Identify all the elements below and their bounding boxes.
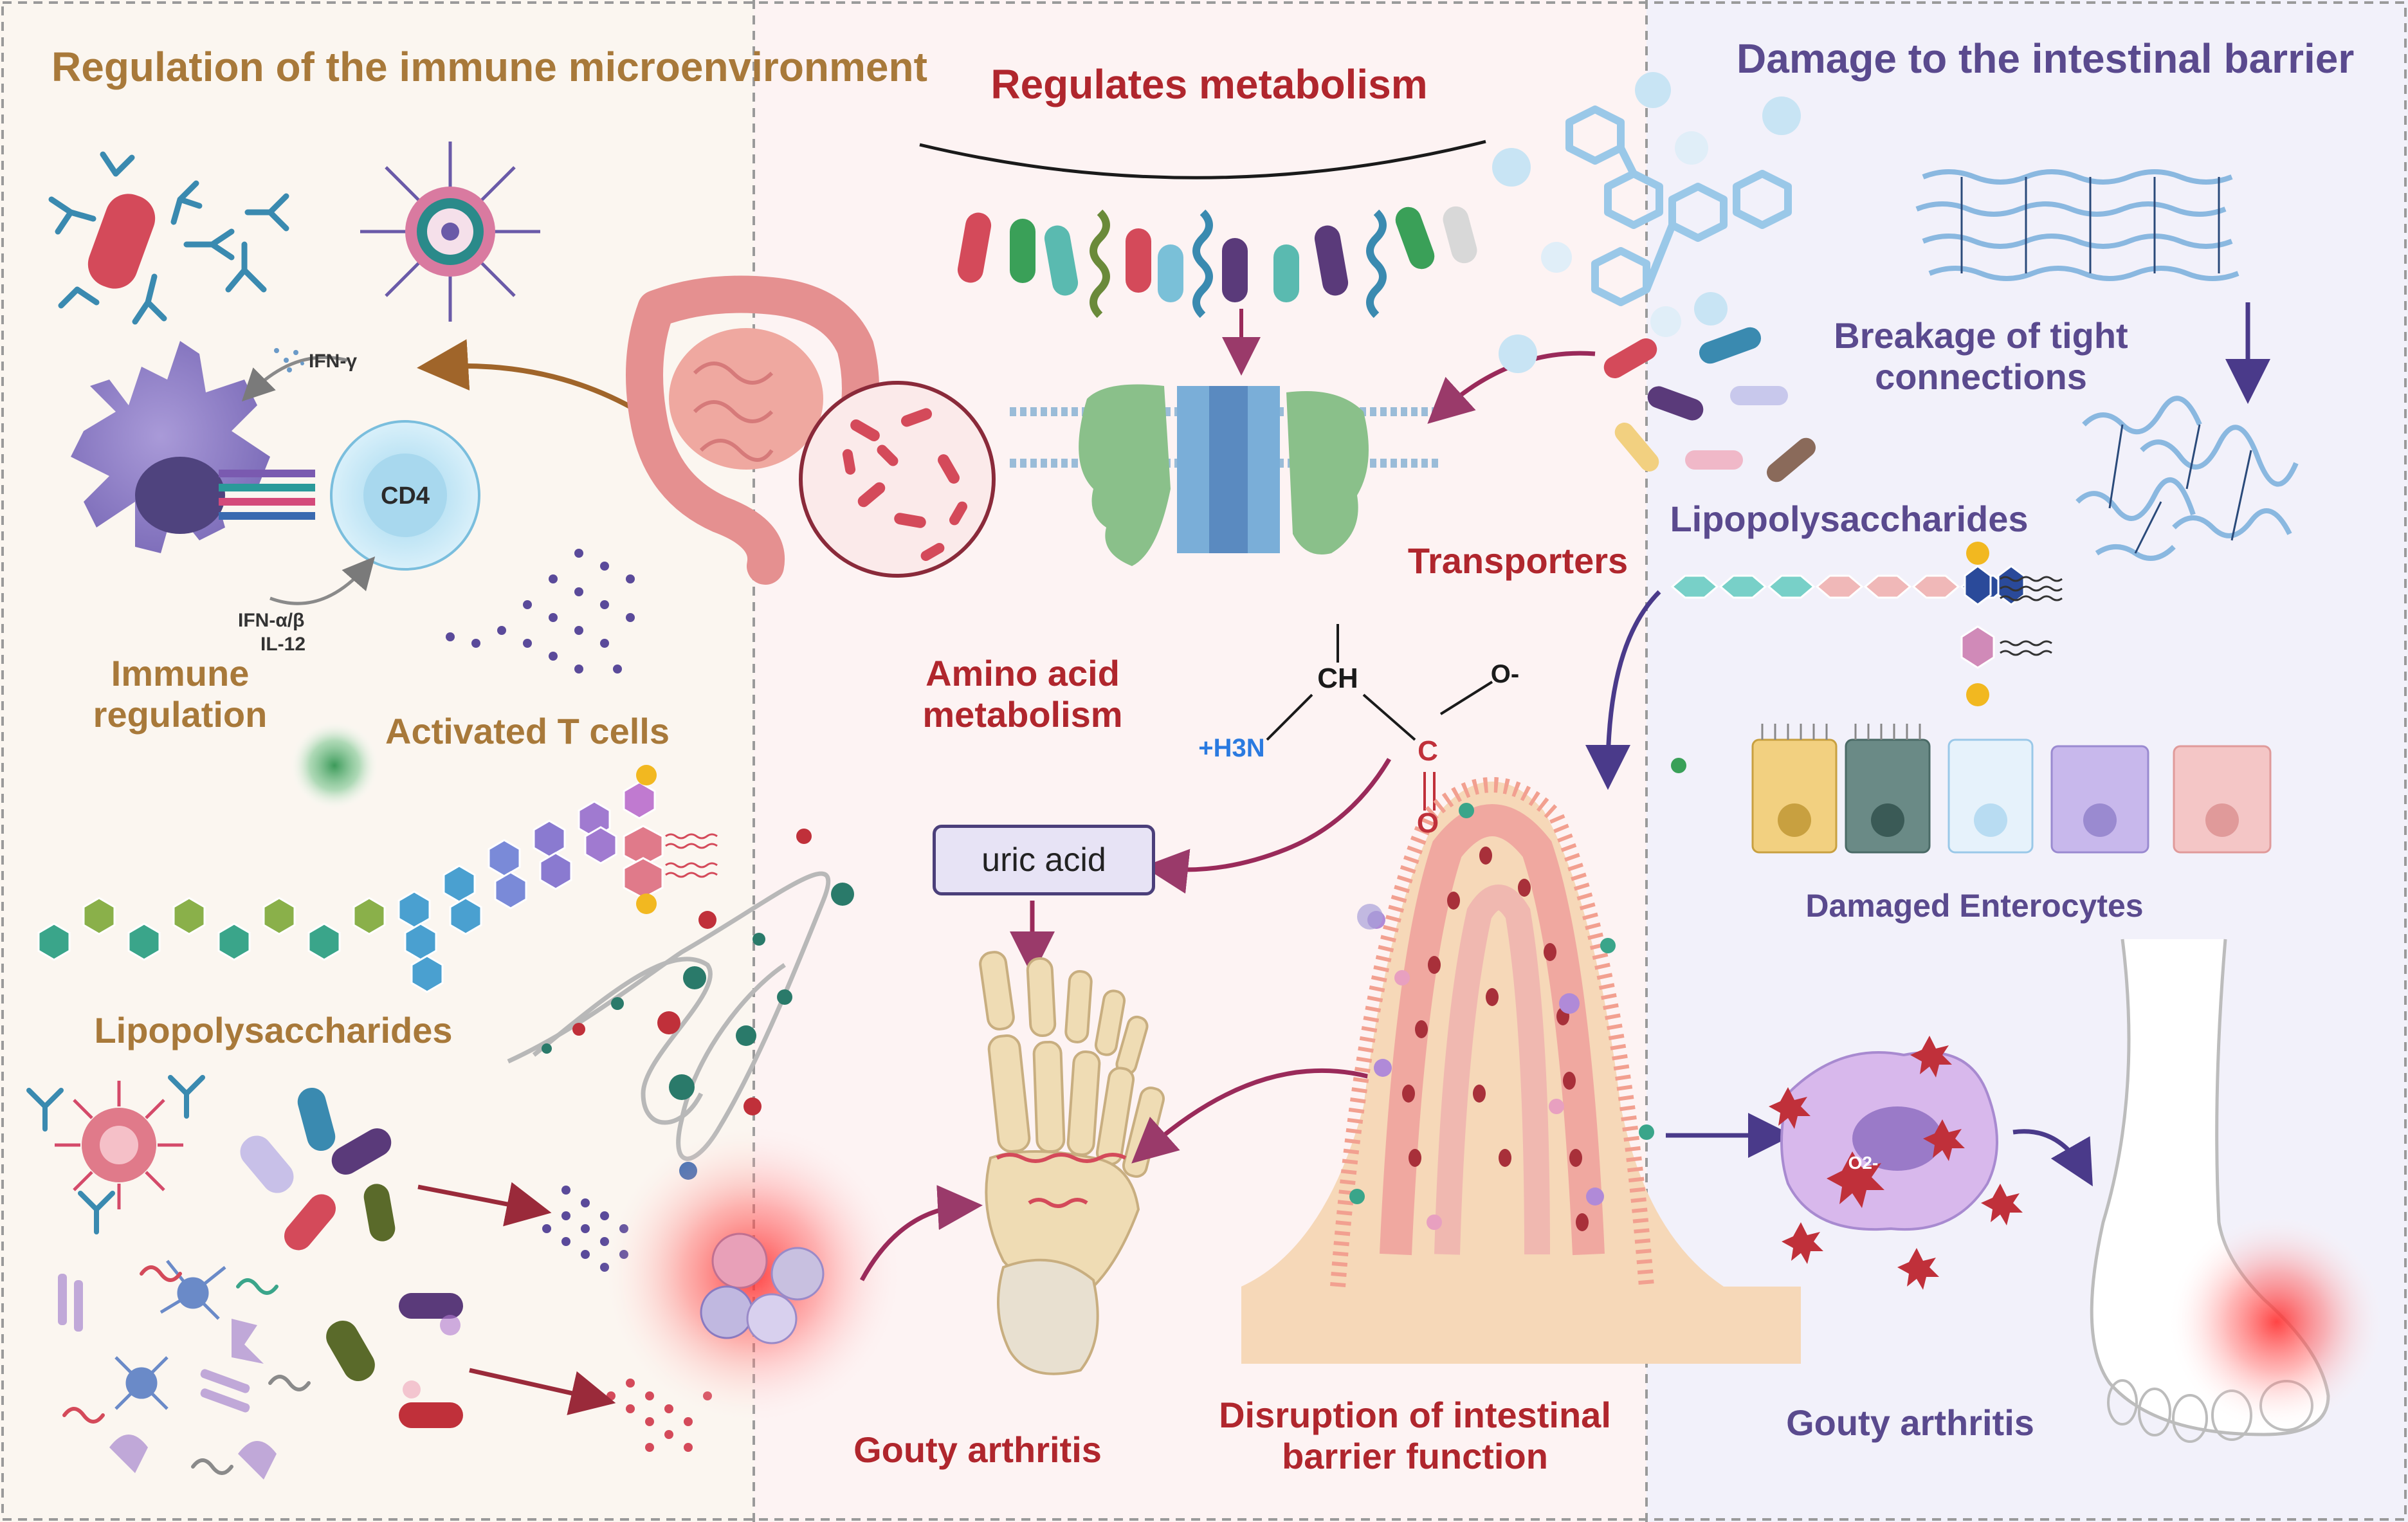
cd4-label: CD4	[380, 482, 430, 509]
il12-label: IL-12	[260, 634, 306, 655]
inflammation-glow-right	[2167, 1213, 2386, 1431]
phosphate-left-bottom	[636, 894, 657, 914]
lps-chain-left	[37, 781, 664, 993]
virus-particle	[360, 142, 540, 322]
amino-acid-bonds	[1266, 624, 1493, 741]
dna-beads	[542, 829, 854, 1180]
immune-cell-drift	[1357, 904, 1383, 930]
green-particle	[1671, 758, 1686, 773]
arrow-to-dots-upper	[417, 1182, 552, 1227]
chem-o-label: O	[1416, 807, 1439, 839]
chem-o-minus-label: O-	[1490, 660, 1520, 688]
transporters-label: Transporters	[1407, 540, 1628, 581]
middle-panel-title: Regulates metabolism	[990, 61, 1428, 107]
ifn-gamma-label: IFN-γ	[309, 351, 357, 372]
tight-junction-intact	[1915, 169, 2239, 281]
squiggles-bottom	[62, 1265, 311, 1475]
ifn-alpha-beta-label: IFN-α/β	[238, 610, 305, 631]
intestine-to-immune-arrow	[417, 339, 635, 411]
left-lipopolysaccharides-label: Lipopolysaccharides	[94, 1010, 453, 1050]
bacteria-rods-bottom	[240, 1087, 396, 1251]
immune-dendrites-bottom	[114, 1260, 226, 1410]
breakage-label: Breakage of tight connections	[1834, 315, 2128, 398]
ifn-alpha-arrow	[269, 556, 376, 605]
tcr-mhc-bonds	[219, 470, 315, 520]
transporter-protein	[1079, 384, 1369, 566]
ros-stars	[1769, 1036, 2023, 1290]
lipid-tails-left	[665, 833, 718, 878]
ifn-gamma-arrow	[241, 356, 348, 402]
dendritic-cell	[71, 341, 270, 553]
microbiota-string	[919, 140, 1486, 179]
villus-to-foot-arrow	[1131, 1068, 1384, 1164]
lps-bacteria-cluster	[1603, 327, 1816, 482]
amino-to-uric-arrow	[1143, 758, 1392, 894]
damaged-enterocytes-label: Damaged Enterocytes	[1805, 888, 2144, 924]
cd4-nucleus	[363, 454, 447, 537]
middle-gouty-arthritis-label: Gouty arthritis	[853, 1429, 1102, 1470]
chem-ch-label: CH	[1317, 663, 1358, 694]
microbiota-hanging	[957, 206, 1477, 318]
phosphate-right-bottom	[1966, 683, 1989, 706]
signal-dots-cluster	[446, 549, 635, 674]
damaged-bacteria-bottom	[326, 1293, 463, 1428]
superoxide-label: O2-	[1848, 1153, 1879, 1173]
right-lipopolysaccharides-label: Lipopolysaccharides	[1670, 499, 2029, 539]
left-panel-title: Regulation of the immune microenvironmen…	[51, 44, 927, 90]
foot-skeleton	[979, 951, 1165, 1375]
right-panel-title: Damage to the intestinal barrier	[1737, 35, 2355, 82]
enterocytes	[1751, 724, 2272, 854]
right-gouty-arthritis-label: Gouty arthritis	[1786, 1402, 2034, 1443]
immune-regulation-label: Immune regulation	[93, 653, 268, 735]
arrow-to-dots-lower	[469, 1368, 616, 1415]
lps-to-villus-arrow	[1585, 590, 1661, 790]
lipid-tails-right	[2000, 576, 2063, 656]
amino-acid-metabolism-label: Amino acid metabolism	[922, 653, 1123, 735]
inflammatory-cells	[700, 1233, 825, 1344]
chem-c-label: C	[1418, 735, 1438, 767]
receptors-bottom	[58, 1274, 277, 1480]
activated-t-cells-label: Activated T cells	[385, 711, 670, 751]
bacterium-antibody-cluster	[48, 151, 289, 325]
lps-chain-right	[1670, 565, 2025, 669]
uric-acid-box: uric acid	[933, 825, 1155, 895]
activated-t-cell-glow	[289, 720, 379, 811]
chem-nh3-label: +H3N	[1198, 734, 1265, 762]
phosphate-left-top	[636, 765, 657, 785]
microbiota-zoom-circle	[799, 381, 996, 578]
disruption-label: Disruption of intestinal barrier functio…	[1219, 1395, 1611, 1477]
virus-bottom-left	[55, 1081, 183, 1209]
macrophage-nucleus	[1852, 1106, 1942, 1171]
macrophage-to-foot-arrow	[2012, 1129, 2093, 1187]
antibodies-bottom-left	[26, 1075, 205, 1234]
glow-to-foot-arrow	[859, 1185, 983, 1281]
metabolite-bubbles	[1492, 72, 1801, 373]
tight-junction-broken	[2075, 396, 2299, 561]
intestinal-villus	[1241, 777, 1801, 1364]
ifn-gamma-dots	[274, 348, 304, 372]
metabolite-molecules	[1565, 105, 1792, 306]
phosphate-right-top	[1966, 542, 1989, 565]
